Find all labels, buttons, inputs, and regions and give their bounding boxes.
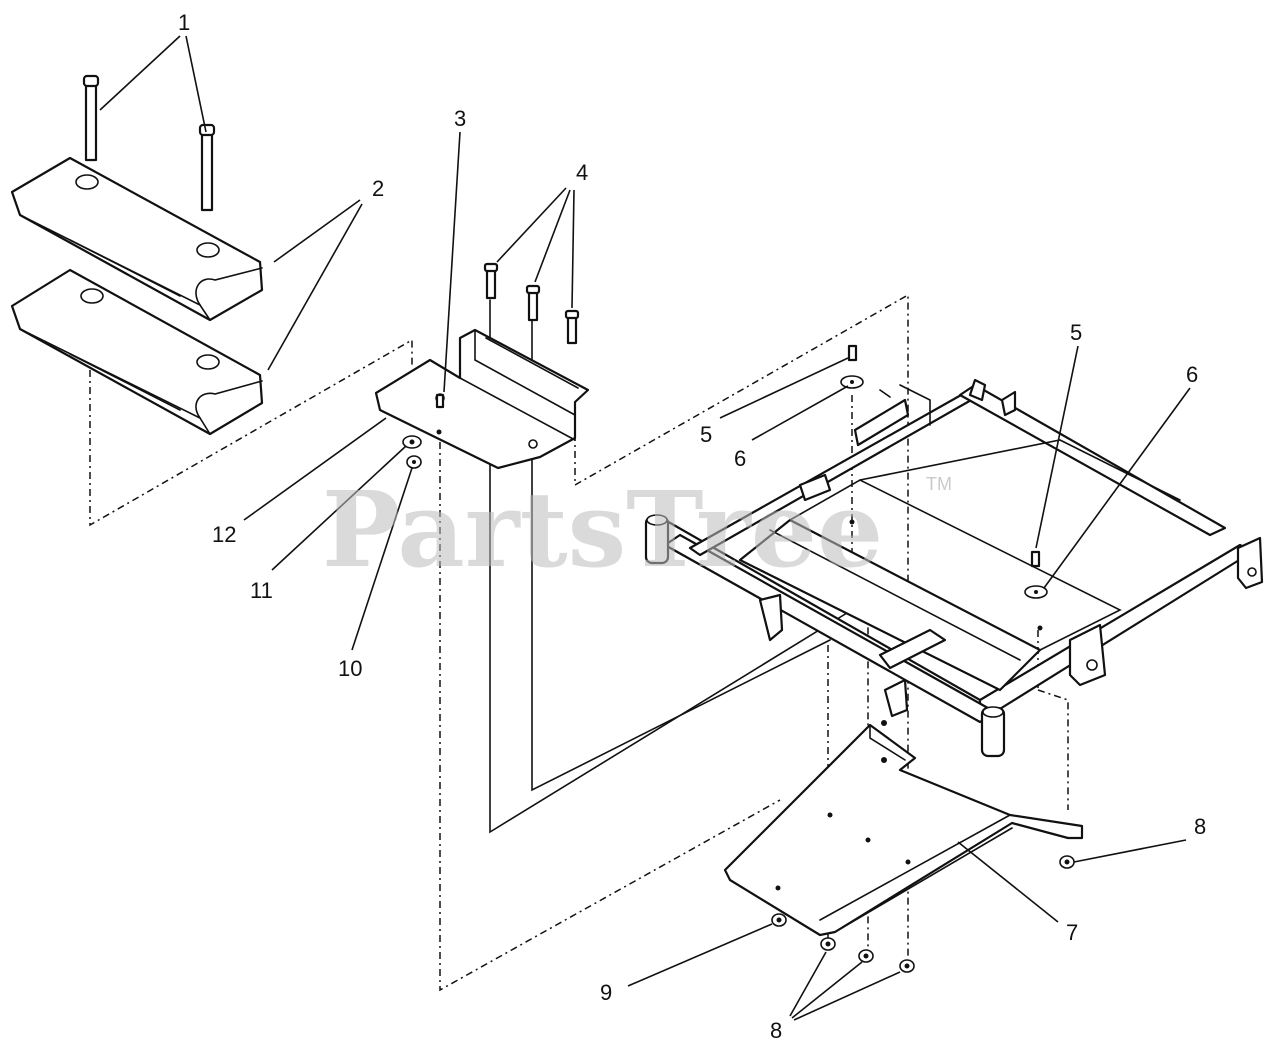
seat-frame bbox=[644, 378, 1264, 758]
bolt-long-head bbox=[82, 74, 100, 88]
callout-7: 7 bbox=[1066, 920, 1078, 945]
callout-2: 2 bbox=[372, 176, 384, 201]
part-3-screw bbox=[435, 393, 445, 409]
callout-9: 9 bbox=[600, 980, 612, 1005]
callout-12: 12 bbox=[212, 522, 236, 547]
bolt-short bbox=[200, 130, 214, 212]
leader-lines bbox=[99, 35, 1191, 1021]
weight-bottom bbox=[10, 268, 264, 436]
callout-6-left: 6 bbox=[734, 446, 746, 471]
part-11-washer bbox=[402, 435, 422, 449]
watermark: PartsTree TM bbox=[322, 468, 952, 591]
callout-11: 11 bbox=[250, 578, 273, 603]
routing-line-inner bbox=[531, 299, 831, 792]
assembly-line-right-2 bbox=[1037, 689, 1069, 810]
callouts: 1 2 3 4 5 6 5 6 12 11 10 7 8 9 8 bbox=[178, 10, 1206, 1043]
part-12-bracket-plate bbox=[374, 328, 590, 470]
callout-1: 1 bbox=[178, 10, 190, 35]
part-7-lower-plate bbox=[723, 720, 1084, 937]
part-1-bolts bbox=[82, 74, 216, 212]
callout-5-right: 5 bbox=[1070, 320, 1082, 345]
callout-5-left: 5 bbox=[700, 422, 712, 447]
assembly-line-weights bbox=[89, 338, 413, 527]
part-2-weights bbox=[10, 156, 264, 436]
part-5-6-right bbox=[1024, 550, 1048, 599]
watermark-text: PartsTree bbox=[322, 468, 883, 591]
part-4-bolts bbox=[483, 262, 580, 345]
watermark-tm: TM bbox=[926, 474, 952, 494]
bolt-short-head bbox=[198, 123, 216, 137]
part-8-9-nuts bbox=[771, 855, 1075, 973]
callout-10: 10 bbox=[338, 656, 362, 681]
callout-3: 3 bbox=[454, 106, 466, 131]
bolt-long bbox=[84, 82, 98, 162]
weight-top bbox=[10, 156, 264, 322]
callout-6-right: 6 bbox=[1186, 362, 1198, 387]
assembly-line-left bbox=[439, 425, 781, 992]
callout-8-bottom: 8 bbox=[770, 1018, 782, 1043]
callout-8-right: 8 bbox=[1194, 814, 1206, 839]
part-5-6-left bbox=[840, 344, 864, 389]
callout-4: 4 bbox=[576, 160, 588, 185]
part-10-nut bbox=[406, 455, 422, 469]
